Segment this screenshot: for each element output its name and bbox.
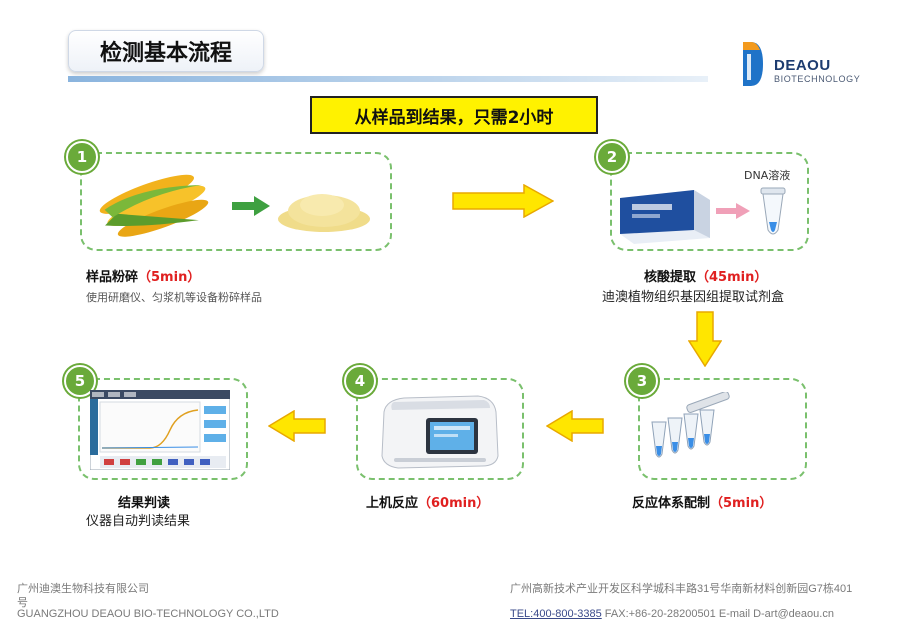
powder-image-icon: [278, 194, 370, 232]
footer-address: 广州高新技术产业开发区科学城科丰路31号华南新材料创新园G7栋401: [510, 583, 853, 595]
step-4-label: 上机反应（60min）: [366, 496, 490, 511]
green-arrow-icon: [232, 196, 270, 216]
deaou-logo-icon: [743, 42, 763, 86]
step-2-number: 2: [596, 141, 628, 173]
step-3-frame: [638, 378, 807, 480]
arrow-left-icon: [546, 410, 604, 442]
step-2-time: （45min）: [696, 270, 768, 285]
step-3-number: 3: [626, 365, 658, 397]
page-title: 检测基本流程: [68, 30, 264, 72]
step-3-time: （5min）: [710, 496, 773, 511]
step-4-number: 4: [344, 365, 376, 397]
step-2-label: 核酸提取（45min）: [644, 270, 768, 285]
footer-contact: TEL:400-800-3385 FAX:+86-20-28200501 E-m…: [510, 608, 834, 620]
step-1-label: 样品粉碎（5min）: [86, 270, 201, 285]
tel-link[interactable]: TEL:400-800-3385: [510, 608, 602, 620]
step-4-time: （60min）: [418, 496, 490, 511]
step-5-frame: [78, 378, 248, 480]
headline-banner: 从样品到结果，只需2小时: [310, 96, 598, 134]
footer-company-cn: 广州迪澳生物科技有限公司: [17, 583, 149, 595]
pink-arrow-icon: [716, 203, 750, 219]
dna-solution-label: DNA溶液: [744, 169, 791, 182]
footer-company-cn-cont: 号: [17, 597, 28, 609]
result-screen-icon: [90, 390, 230, 470]
tube-icon: [760, 187, 786, 235]
step-4-frame: [356, 378, 524, 480]
step-1-frame: [80, 152, 392, 251]
extraction-kit-icon: [620, 190, 710, 244]
step-5-number: 5: [64, 365, 96, 397]
step-1-number: 1: [66, 141, 98, 173]
instrument-icon: [381, 395, 499, 469]
arrow-right-icon: [452, 184, 554, 218]
step-5-label: 结果判读: [118, 496, 171, 511]
step-2-description: 迪澳植物组织基因组提取试剂盒: [602, 290, 785, 305]
pcr-tubes-icon: [651, 392, 730, 458]
step-2-frame: [610, 152, 809, 251]
step-5-description: 仪器自动判读结果: [86, 514, 191, 529]
fax-email: FAX:+86-20-28200501 E-mail D-art@deaou.c…: [601, 608, 834, 620]
footer-company-en: GUANGZHOU DEAOU BIO-TECHNOLOGY CO.,LTD: [17, 608, 279, 620]
logo-name: DEAOU: [774, 57, 831, 74]
step-1-time: （5min）: [138, 270, 201, 285]
corn-image-icon: [99, 174, 209, 237]
title-underline: [68, 76, 708, 82]
step-3-label: 反应体系配制（5min）: [632, 496, 773, 511]
step-1-description: 使用研磨仪、匀浆机等设备粉碎样品: [86, 291, 262, 304]
arrow-left-icon: [268, 410, 326, 442]
arrow-down-icon: [688, 311, 722, 367]
logo-subtitle: BIOTECHNOLOGY: [774, 74, 861, 84]
